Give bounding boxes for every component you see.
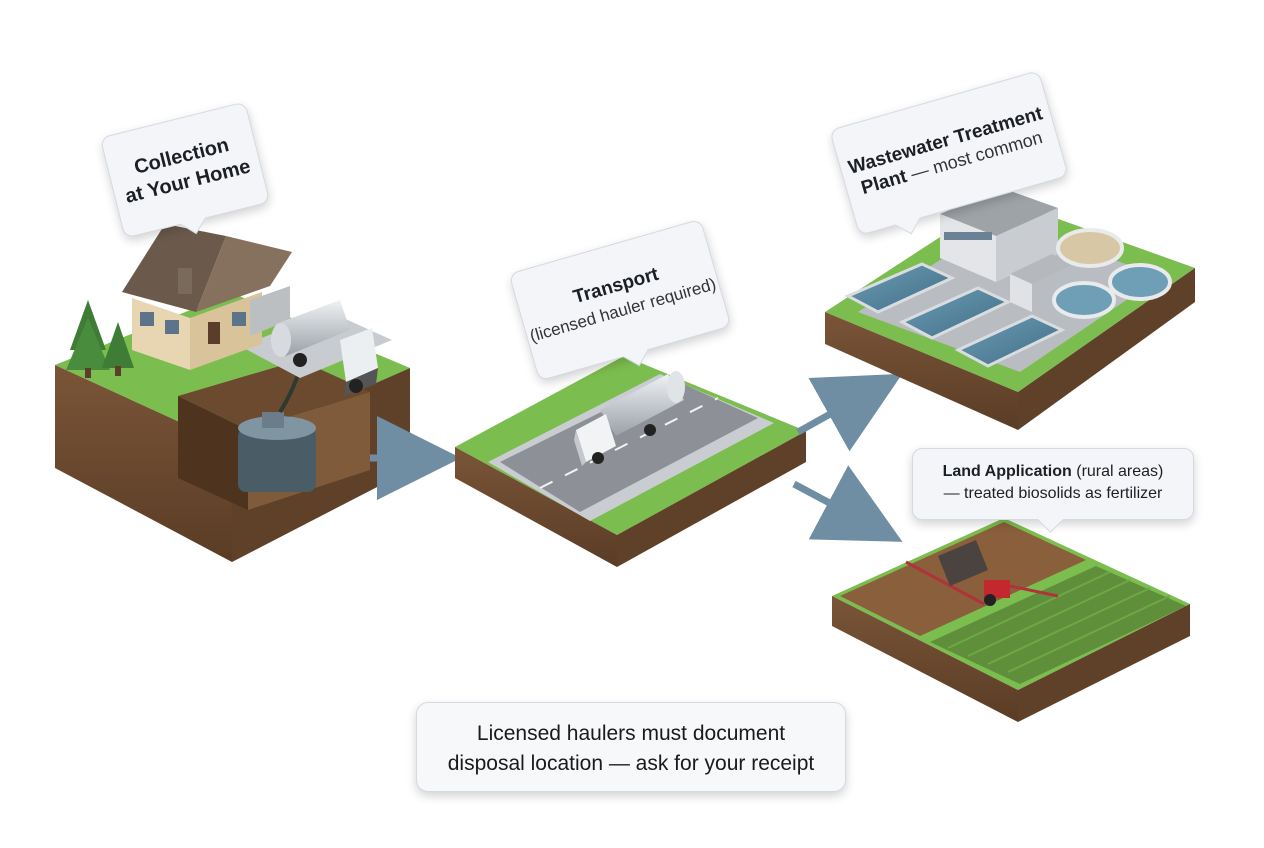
- transport-block: [455, 356, 806, 567]
- crop-rows: [947, 571, 1171, 673]
- pump-truck: [271, 300, 378, 396]
- treatment-plant-block: [825, 188, 1195, 430]
- plant-building: [940, 188, 1074, 312]
- tractor-icon: [905, 540, 1059, 606]
- land-application-block: [832, 518, 1190, 722]
- arrow-to-land: [792, 465, 903, 542]
- land-title-bold: Land Application: [942, 463, 1072, 480]
- house: [122, 224, 292, 370]
- callout-land-application: Land Application (rural areas) — treated…: [912, 448, 1194, 520]
- note-line2: disposal location — ask for your receipt: [447, 752, 815, 775]
- land-title-rest: (rural areas): [1071, 463, 1164, 480]
- arrow-to-plant: [796, 373, 903, 452]
- settling-basins: [844, 262, 1066, 368]
- tanker-truck: [574, 371, 685, 466]
- land-line2: — treated biosolids as fertilizer: [943, 485, 1163, 502]
- receipt-note: Licensed haulers must document disposal …: [416, 702, 846, 792]
- home-block: [55, 224, 410, 562]
- tree-icon: [66, 300, 134, 378]
- clarifier-tanks: [1052, 228, 1172, 319]
- note-line1: Licensed haulers must document: [476, 722, 786, 745]
